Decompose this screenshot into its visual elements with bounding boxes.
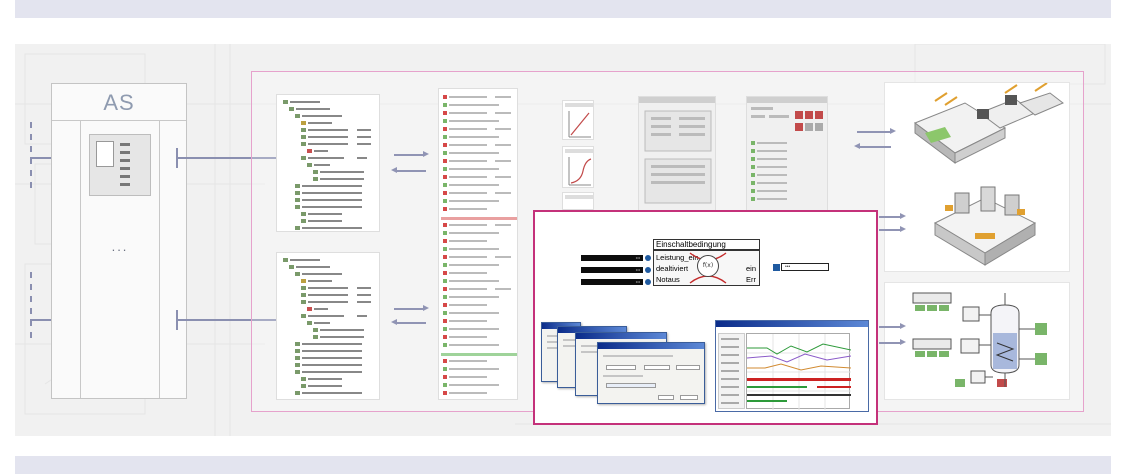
- dialog-window-4: [597, 342, 705, 404]
- input-signal-1: •••: [581, 255, 643, 261]
- hardware-tree-panel-upper: [276, 94, 380, 232]
- chart-thumbnail-1: [562, 100, 594, 140]
- link-lower-right: [176, 319, 276, 321]
- output-signal: •••: [781, 263, 829, 271]
- link-upper-right: [176, 157, 276, 159]
- function-block[interactable]: Leistung_ein dealtiviert Notaus f(x) ein…: [653, 250, 760, 286]
- process-picture: [912, 292, 1047, 387]
- signal-list: [441, 95, 517, 395]
- top-band: [15, 0, 1111, 18]
- dashed-link-lower: [30, 272, 32, 344]
- arrow-tree-to-list-upper: [394, 151, 429, 157]
- chart-thumbnail-2: [562, 146, 594, 188]
- trend-window: [715, 320, 869, 412]
- link-lower-left: [30, 319, 64, 321]
- arrow-to-plant-lower-2: [879, 226, 906, 232]
- process-picture-panel: [884, 282, 1070, 400]
- arrow-to-plant-upper: [857, 128, 896, 134]
- fb-input-label-3: Notaus: [656, 275, 680, 284]
- arrow-list-to-tree-upper: [391, 167, 426, 173]
- arrow-to-process-2: [879, 339, 906, 345]
- arrow-to-plant-lower-1: [879, 213, 906, 219]
- input-signal-2: •••: [581, 267, 643, 273]
- controller-keys: [120, 143, 130, 187]
- controller-device: [89, 134, 151, 196]
- plant-3d-illustration: [913, 83, 1064, 266]
- faceplate-panel-1: [638, 96, 716, 212]
- faceplate-panel-2: [746, 96, 828, 212]
- signal-list-panel: [438, 88, 518, 400]
- input-port-1: [645, 255, 651, 261]
- function-block-title: Einschaltbedingung: [653, 239, 760, 250]
- main-engineering-panel: ••• ••• ••• Einschaltbedingung Leistung_…: [533, 210, 878, 425]
- arrow-to-process: [879, 323, 906, 329]
- arrow-from-plant-upper: [854, 143, 891, 149]
- as-label: AS: [103, 90, 135, 115]
- as-ellipsis: ...: [111, 239, 129, 254]
- input-signal-3: •••: [581, 279, 643, 285]
- link-upper-left: [30, 157, 64, 159]
- hardware-tree-panel-lower: [276, 252, 380, 400]
- hardware-tree-lower: [283, 258, 371, 395]
- fb-input-label-1: Leistung_ein: [656, 253, 699, 262]
- as-rail-right: [159, 120, 160, 398]
- trend-plot: [746, 333, 852, 410]
- input-port-3: [645, 279, 651, 285]
- function-symbol-icon: f(x): [697, 255, 719, 277]
- input-port-2: [645, 267, 651, 273]
- trend-signal-labels: [718, 333, 745, 409]
- bottom-band: [15, 456, 1111, 474]
- arrow-list-to-tree-lower: [391, 319, 426, 325]
- fb-output-label-2: Err: [746, 275, 756, 284]
- fb-input-label-2: dealtiviert: [656, 264, 689, 273]
- as-rail-left: [80, 120, 81, 398]
- chart-thumbnail-3: [562, 192, 594, 210]
- arrow-tree-to-list-lower: [394, 305, 429, 311]
- controller-screen: [96, 141, 114, 167]
- hardware-tree-upper: [283, 100, 371, 230]
- as-header-separator: [52, 120, 186, 121]
- plant-3d-panel: [884, 82, 1070, 272]
- output-port: [773, 264, 780, 271]
- automation-station-box: AS ...: [51, 83, 187, 399]
- fb-output-label-1: ein: [745, 264, 756, 273]
